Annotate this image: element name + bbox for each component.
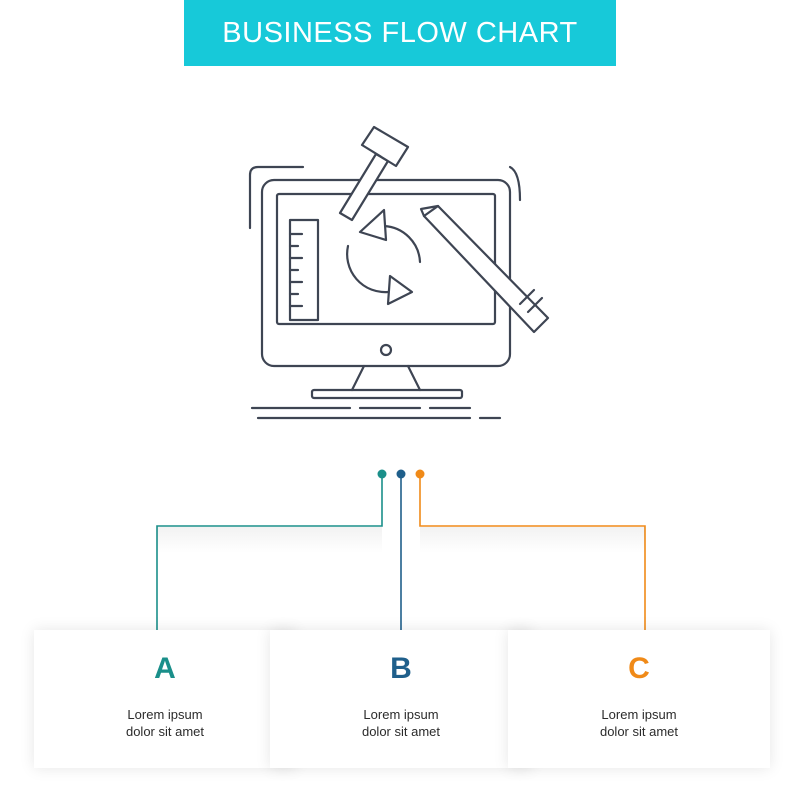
step-letter-c: C (628, 652, 650, 685)
step-c-line1: Lorem ipsum (601, 707, 677, 722)
step-card-a: A Lorem ipsum dolor sit amet (34, 630, 296, 768)
connector-a-dot (377, 469, 387, 479)
step-card-b: B Lorem ipsum dolor sit amet (270, 630, 532, 768)
connector-c-shade (420, 527, 645, 553)
computer-design-tools-icon (248, 125, 550, 420)
step-card-c: C Lorem ipsum dolor sit amet (508, 630, 770, 768)
step-c-line2: dolor sit amet (599, 724, 679, 739)
connector-a-line (156, 476, 383, 636)
connector-c-dot (415, 469, 425, 479)
step-description-a: Lorem ipsum dolor sit amet (34, 706, 296, 740)
connector-b-dot (396, 469, 406, 479)
step-a-line1: Lorem ipsum (127, 707, 203, 722)
page-title: BUSINESS FLOW CHART (222, 16, 578, 49)
connector-c-line (419, 476, 646, 636)
title-banner: BUSINESS FLOW CHART (184, 0, 616, 66)
step-a-line2: dolor sit amet (125, 724, 205, 739)
step-letter-a: A (154, 652, 176, 685)
step-b-line2: dolor sit amet (361, 724, 441, 739)
step-letter-b: B (390, 652, 412, 685)
connector-a-shade (157, 527, 382, 553)
step-description-b: Lorem ipsum dolor sit amet (270, 706, 532, 740)
step-description-c: Lorem ipsum dolor sit amet (508, 706, 770, 740)
step-b-line1: Lorem ipsum (363, 707, 439, 722)
